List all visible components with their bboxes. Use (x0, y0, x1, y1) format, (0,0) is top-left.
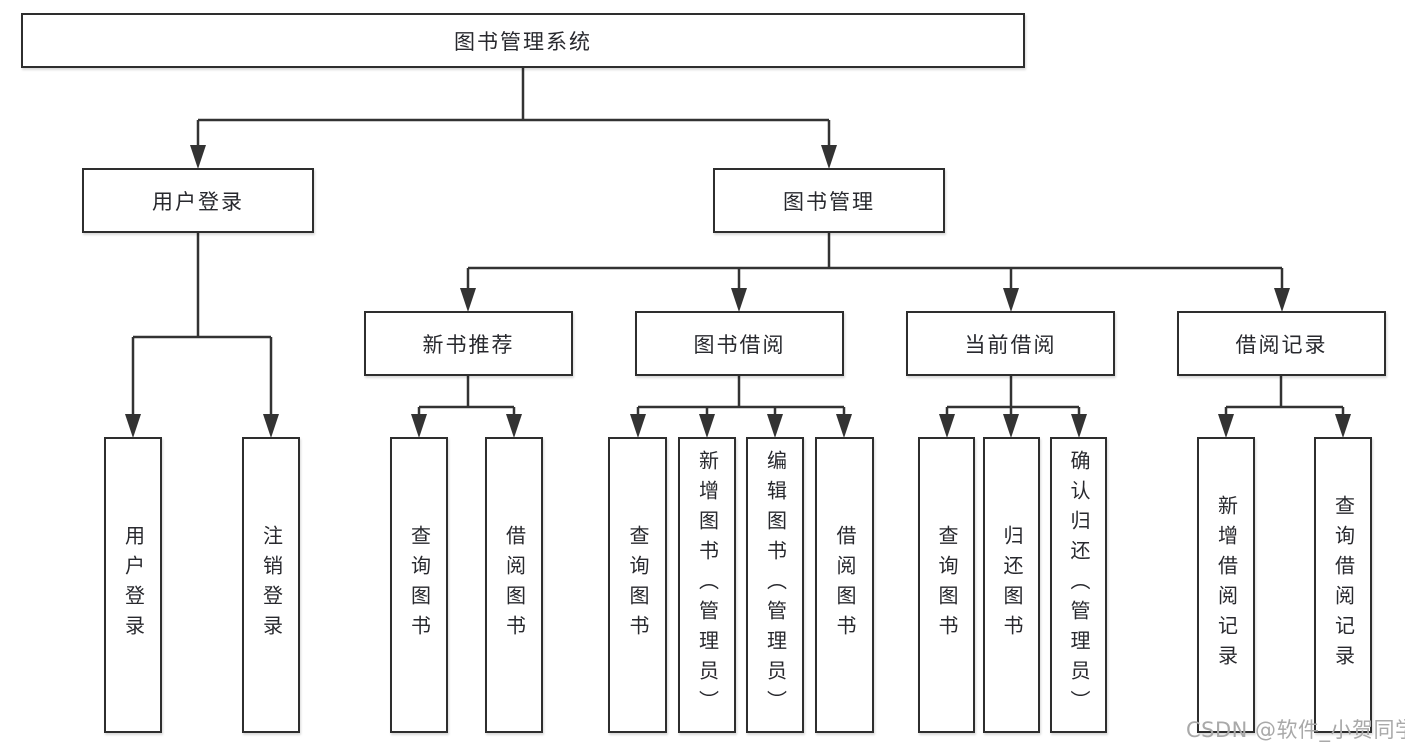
node-leaf-confirm-return-admin: 确认归还（管理员） (1050, 437, 1107, 733)
node-leaf-return-books: 归还图书 (983, 437, 1040, 733)
node-leaf-edit-books-admin: 编辑图书（管理员） (746, 437, 804, 733)
arrowhead-leaf-user-login (125, 414, 141, 438)
node-root: 图书管理系统 (21, 13, 1025, 68)
arrowhead-leaf-borrow-books-borrow (836, 414, 852, 438)
arrowhead-leaf-query-books-borrow (630, 414, 646, 438)
arrowhead-leaf-borrow-books-rec (506, 414, 522, 438)
arrowhead-leaf-query-books-current (939, 414, 955, 438)
arrowhead-leaf-add-borrow-record (1218, 414, 1234, 438)
arrowhead-leaf-confirm-return (1071, 414, 1087, 438)
node-leaf-user-login-label: 用户登录 (121, 525, 146, 645)
arrowhead-leaf-edit-books (767, 414, 783, 438)
arrowhead-leaf-add-books (699, 414, 715, 438)
node-leaf-add-books-admin: 新增图书（管理员） (678, 437, 736, 733)
arrowhead-leaf-logout (263, 414, 279, 438)
edge-new-book-recommend-children (417, 376, 516, 416)
node-leaf-query-books-borrow-label: 查询图书 (626, 525, 650, 645)
node-leaf-borrow-books-borrow-label: 借阅图书 (833, 525, 857, 645)
edge-user-login-children (131, 233, 273, 416)
node-leaf-borrow-books-borrow: 借阅图书 (815, 437, 874, 733)
node-user-login-label: 用户登录 (152, 189, 244, 214)
node-leaf-query-books-borrow: 查询图书 (608, 437, 667, 733)
node-leaf-return-books-label: 归还图书 (1000, 525, 1024, 645)
node-leaf-confirm-return-admin-label: 确认归还（管理员） (1067, 450, 1091, 720)
arrowhead-borrowing-records (1274, 288, 1290, 312)
node-leaf-query-borrow-record: 查询借阅记录 (1314, 437, 1372, 733)
node-leaf-query-books-rec-label: 查询图书 (407, 525, 432, 645)
node-leaf-query-books-rec: 查询图书 (390, 437, 448, 733)
arrowhead-leaf-return-books (1003, 414, 1019, 438)
node-book-borrowing: 图书借阅 (635, 311, 844, 376)
edge-book-management-children (466, 233, 1284, 290)
edge-current-borrowing-children (945, 376, 1081, 416)
node-leaf-query-books-current-label: 查询图书 (935, 525, 959, 645)
node-user-login: 用户登录 (82, 168, 314, 233)
node-new-book-recommend: 新书推荐 (364, 311, 573, 376)
edge-book-borrowing-children (636, 376, 846, 416)
arrowhead-leaf-query-books-rec (411, 414, 427, 438)
edge-root-to-level2 (196, 68, 831, 147)
node-leaf-logout: 注销登录 (242, 437, 300, 733)
arrowhead-new-book-recommend (460, 288, 476, 312)
arrowhead-book-borrowing (731, 288, 747, 312)
node-leaf-query-books-current: 查询图书 (918, 437, 975, 733)
arrowhead-book-management (821, 145, 837, 169)
node-leaf-borrow-books-rec: 借阅图书 (485, 437, 543, 733)
node-new-book-recommend-label: 新书推荐 (422, 332, 515, 357)
node-current-borrowing: 当前借阅 (906, 311, 1115, 376)
node-leaf-user-login: 用户登录 (104, 437, 162, 733)
node-borrowing-records-label: 借阅记录 (1235, 332, 1328, 357)
node-leaf-add-borrow-record-label: 新增借阅记录 (1214, 495, 1239, 675)
node-book-borrowing-label: 图书借阅 (693, 332, 786, 357)
node-leaf-logout-label: 注销登录 (259, 525, 284, 645)
edge-borrowing-records-children (1224, 376, 1345, 416)
node-book-management: 图书管理 (713, 168, 945, 233)
node-root-label: 图书管理系统 (454, 29, 592, 54)
arrowhead-user-login (190, 145, 206, 169)
node-book-management-label: 图书管理 (783, 189, 875, 214)
node-leaf-borrow-books-rec-label: 借阅图书 (502, 525, 527, 645)
csdn-watermark: CSDN @软件_小贺同学 (1186, 718, 1405, 742)
arrowhead-current-borrowing (1003, 288, 1019, 312)
node-leaf-add-books-admin-label: 新增图书（管理员） (695, 450, 720, 720)
node-current-borrowing-label: 当前借阅 (964, 332, 1057, 357)
arrowhead-leaf-query-borrow-record (1335, 414, 1351, 438)
node-borrowing-records: 借阅记录 (1177, 311, 1386, 376)
node-leaf-query-borrow-record-label: 查询借阅记录 (1331, 495, 1356, 675)
node-leaf-add-borrow-record: 新增借阅记录 (1197, 437, 1255, 733)
node-leaf-edit-books-admin-label: 编辑图书（管理员） (763, 450, 788, 720)
